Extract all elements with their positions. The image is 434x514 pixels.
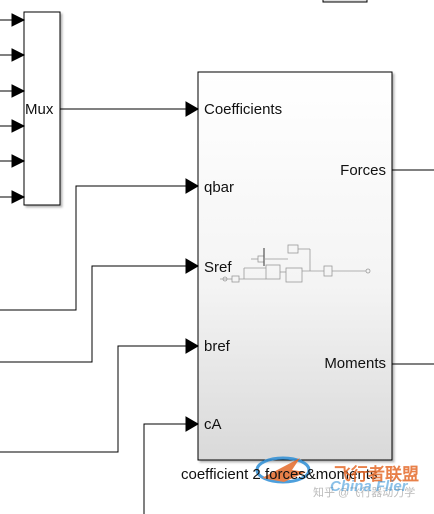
port-label-coefficients: Coefficients [204, 101, 283, 118]
wire-mux-to-coefficients[interactable] [60, 101, 199, 117]
wire-ca[interactable] [143, 416, 199, 514]
port-label-sref: Sref [204, 259, 232, 276]
subsystem-caption[interactable]: coefficient 2 forces&moments [181, 466, 378, 483]
watermark-site-cn: 知乎 @飞行器动力学 [313, 487, 416, 499]
port-label-ca: cA [204, 416, 222, 433]
watermark-brand-cn: 飞行者联盟 [334, 465, 419, 484]
port-label-qbar: qbar [204, 179, 235, 196]
top-partial-block[interactable] [322, 0, 368, 3]
subsystem-block[interactable] [197, 71, 393, 461]
mux-label: Mux [25, 101, 54, 118]
port-label-bref: bref [204, 338, 230, 355]
mux-block[interactable] [23, 11, 61, 206]
watermark-brand-en: China Flier [330, 478, 408, 495]
port-label-moments: Moments [324, 355, 386, 372]
wire-bref[interactable] [0, 338, 199, 453]
subsystem-thumbnail-icon [220, 244, 371, 283]
watermark-logo-icon [255, 456, 311, 484]
mux-input-arrows [0, 13, 26, 204]
wire-qbar[interactable] [0, 178, 199, 311]
port-label-forces: Forces [340, 162, 386, 179]
wire-sref[interactable] [0, 258, 199, 363]
